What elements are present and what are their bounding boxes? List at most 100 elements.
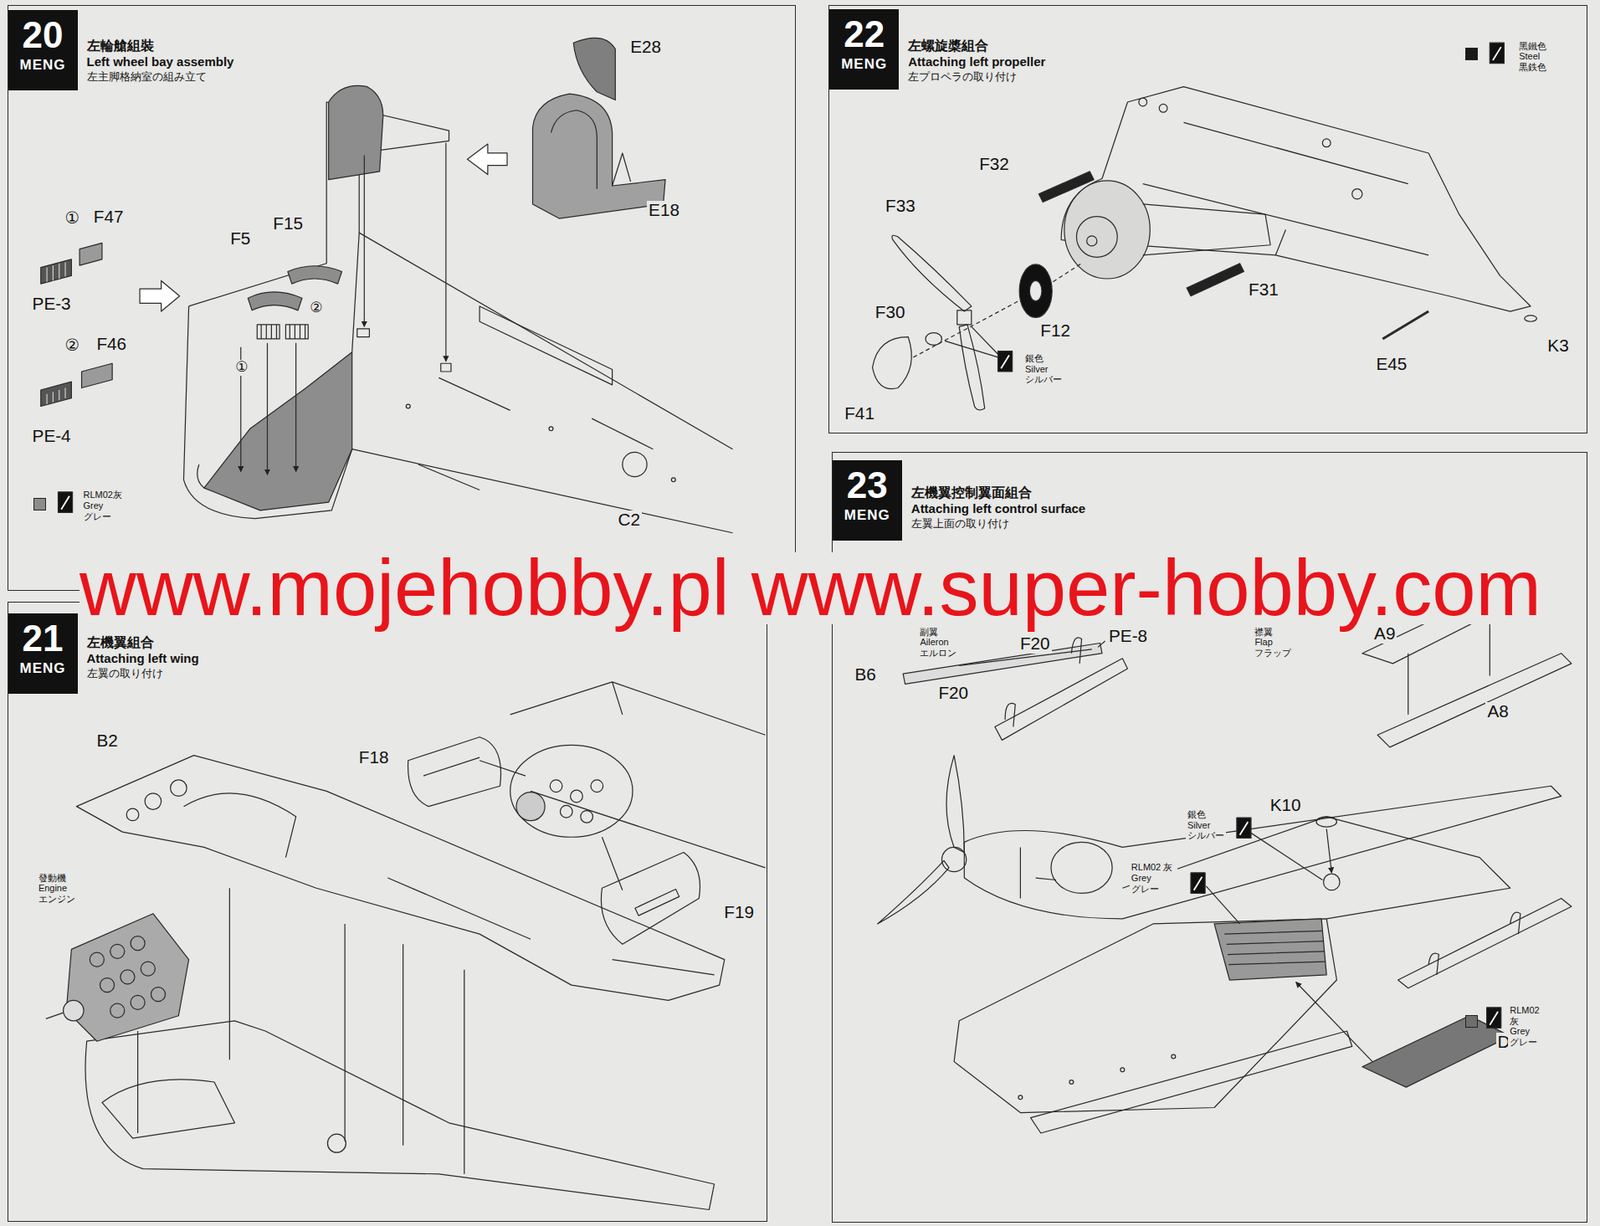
step-panel: 左機翼組合Attaching left wing左翼の取り付け21MENG bbox=[7, 601, 768, 1221]
step22-aircraft bbox=[957, 310, 972, 325]
part-number: C2 bbox=[616, 510, 643, 530]
step22-aircraft bbox=[1138, 97, 1148, 107]
step21-wing bbox=[66, 913, 189, 1042]
step-title: 左輪艙組裝Left wheel bay assembly左主脚格納室の組み立て bbox=[87, 37, 235, 85]
title-line: 左機翼組合 bbox=[87, 634, 200, 652]
step20-parts bbox=[550, 110, 631, 190]
step20-wing-lower bbox=[183, 306, 733, 534]
step20-wing-lower bbox=[441, 363, 452, 372]
step-number: 23 bbox=[837, 466, 898, 504]
step21-wing bbox=[100, 978, 115, 993]
step23-aircraft bbox=[1224, 930, 1326, 965]
step23-aircraft bbox=[1005, 702, 1016, 727]
callout-number: ② bbox=[307, 300, 324, 317]
callout-number: ① bbox=[233, 359, 250, 376]
step21-wing bbox=[110, 1003, 125, 1018]
step23-aircraft bbox=[1205, 832, 1323, 924]
step23-aircraft bbox=[877, 602, 1572, 1134]
step-badge: 23MENG bbox=[832, 460, 903, 541]
step21-wing bbox=[150, 987, 165, 1002]
step20-parts bbox=[79, 242, 103, 266]
step22-aircraft bbox=[1158, 103, 1168, 113]
step21-wing bbox=[89, 952, 104, 967]
step22-aircraft bbox=[1038, 171, 1094, 203]
step-panel: 左螺旋槳組合Attaching left propeller左プロペラの取り付け… bbox=[828, 5, 1588, 434]
step22-aircraft bbox=[1524, 315, 1538, 322]
step20-parts bbox=[46, 261, 66, 405]
brush-icon bbox=[1190, 872, 1206, 893]
part-number: F20 bbox=[936, 683, 970, 703]
part-number: F32 bbox=[977, 154, 1011, 175]
step20-wing-lower bbox=[197, 232, 359, 488]
step21-wing bbox=[110, 943, 125, 959]
part-number: F33 bbox=[883, 196, 918, 216]
title-line: 左翼の取り付け bbox=[87, 666, 200, 682]
title-line: 左翼上面の取り付け bbox=[911, 517, 1086, 532]
paint-callout: 副翼 Aileron エルロン bbox=[917, 626, 959, 659]
step22-aircraft bbox=[892, 235, 972, 312]
callout-number: ① bbox=[63, 209, 82, 227]
legend-swatch bbox=[1465, 47, 1478, 61]
step21-wing bbox=[144, 793, 162, 811]
legend-swatch bbox=[33, 497, 47, 511]
part-number: A8 bbox=[1485, 702, 1510, 722]
step20-parts bbox=[41, 37, 666, 475]
part-number: B2 bbox=[94, 731, 119, 751]
step21-wing bbox=[63, 1000, 84, 1021]
step-badge: 20MENG bbox=[8, 10, 78, 91]
step21-wing bbox=[170, 779, 188, 797]
step21-wing bbox=[635, 889, 680, 917]
step23-aircraft bbox=[877, 860, 949, 924]
brush-icon bbox=[58, 42, 1505, 1028]
step23-aircraft bbox=[1323, 873, 1341, 891]
step-title: 左機翼控制翼面組合Attaching left control surface左… bbox=[911, 484, 1086, 532]
part-number: K10 bbox=[1268, 795, 1303, 816]
step23-aircraft bbox=[1377, 653, 1572, 748]
paint-callout: RLM02 灰 Grey グレー bbox=[1129, 861, 1178, 894]
step20-parts bbox=[41, 381, 72, 406]
step23-aircraft bbox=[1316, 816, 1337, 827]
step21-wing bbox=[510, 744, 633, 837]
step21-wing bbox=[130, 936, 145, 951]
step20-parts bbox=[41, 259, 72, 284]
step-title: 左機翼組合Attaching left wing左翼の取り付け bbox=[87, 634, 200, 682]
step20-parts bbox=[445, 143, 447, 362]
step22-aircraft bbox=[1019, 264, 1052, 318]
step23-aircraft bbox=[953, 918, 1337, 1113]
step20-wing-lower bbox=[328, 85, 384, 180]
brush-icon bbox=[1000, 354, 1010, 369]
step23-aircraft bbox=[1398, 897, 1572, 988]
part-number: E28 bbox=[628, 37, 663, 57]
step23-aircraft bbox=[1214, 918, 1327, 980]
title-line: Attaching left propeller bbox=[907, 54, 1046, 71]
step23-aircraft bbox=[1051, 841, 1113, 893]
part-number: F19 bbox=[722, 902, 756, 923]
step23-aircraft bbox=[1020, 846, 1057, 898]
step21-wing bbox=[387, 877, 714, 975]
callout-number: ② bbox=[63, 336, 82, 354]
part-number: F12 bbox=[1038, 321, 1072, 341]
step20-parts bbox=[139, 280, 180, 312]
part-number: B6 bbox=[852, 665, 877, 685]
step22-aircraft bbox=[872, 87, 1538, 411]
step20-parts bbox=[261, 324, 277, 339]
step20-wing-lower bbox=[204, 352, 353, 511]
brush-icon bbox=[61, 496, 70, 510]
step20-wing-lower bbox=[479, 306, 613, 385]
step21-wing bbox=[559, 805, 573, 818]
part-number: F47 bbox=[92, 207, 126, 227]
brand-logo: MENG bbox=[837, 507, 898, 524]
step23-aircraft bbox=[1171, 1054, 1176, 1059]
legend-text: 黑鐵色 Steel 黒鉄色 bbox=[1517, 41, 1549, 73]
step-number: 22 bbox=[834, 15, 894, 53]
part-number: K3 bbox=[1545, 336, 1570, 356]
paint-callout: 銀色 Silver シルバー bbox=[1023, 353, 1064, 385]
step22-aircraft bbox=[912, 263, 1082, 358]
part-number: F15 bbox=[271, 214, 305, 234]
step23-aircraft bbox=[1069, 1080, 1074, 1085]
brand-logo: MENG bbox=[13, 660, 73, 677]
title-line: 左螺旋槳組合 bbox=[907, 37, 1046, 55]
step20-parts bbox=[466, 143, 508, 175]
drawing-line bbox=[41, 37, 1572, 1210]
